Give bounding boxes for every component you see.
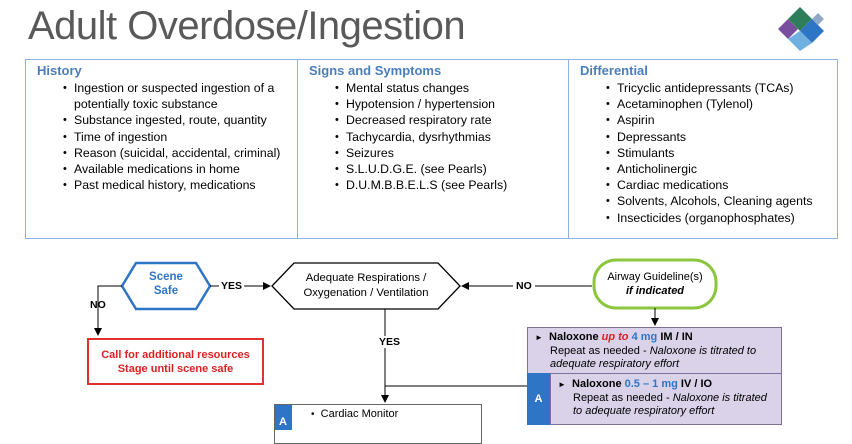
naloxone-repeat: Repeat as needed - [550, 344, 647, 357]
list-item: Decreased respiratory rate [335, 112, 568, 128]
history-list: Ingestion or suspected ingestion of a po… [37, 80, 297, 194]
naloxone-note1: Naloxone is titrated [672, 391, 767, 404]
list-item: Depressants [606, 129, 839, 145]
naloxone-upto: up to [601, 331, 629, 343]
list-item: Mental status changes [335, 80, 568, 96]
differential-list: Tricyclic antidepressants (TCAs) Acetami… [580, 80, 839, 226]
list-item: Seizures [335, 145, 568, 161]
list-item: Insecticides (organophosphates) [606, 210, 839, 226]
list-item: D.U.M.B.B.E.L.S (see Pearls) [335, 177, 568, 193]
list-item: Acetaminophen (Tylenol) [606, 96, 839, 112]
naloxone-route: IM / IN [660, 331, 693, 343]
naloxone-note1: Naloxone is titrated to [649, 344, 757, 357]
list-item: Tachycardia, dysrhythmias [335, 129, 568, 145]
naloxone-note2: to adequate respiratory effort [573, 405, 715, 417]
als-tab-cardiac: A [274, 404, 292, 430]
scene-safe-label: Scene Safe [136, 270, 196, 298]
list-item: Stimulants [606, 145, 839, 161]
signs-column: Signs and Symptoms Mental status changes… [297, 60, 568, 238]
yes-label: YES [219, 280, 245, 292]
naloxone-iv-dose-line: ► Naloxone 0.5 – 1 mg IV / IO [558, 378, 713, 390]
adequate-respirations-shape [271, 262, 461, 310]
list-item: Solvents, Alcohols, Cleaning agents [606, 193, 839, 209]
list-item: Aspirin [606, 112, 839, 128]
naloxone-im-note: Repeat as needed - Naloxone is titrated … [535, 345, 775, 372]
naloxone-im-dose-line: ► Naloxone up to 4 mg IM / IN [535, 331, 693, 343]
scene-safe-line1: Scene [149, 271, 183, 283]
list-item: Time of ingestion [63, 129, 297, 145]
history-column: History Ingestion or suspected ingestion… [26, 60, 297, 238]
naloxone-dose: 0.5 – 1 mg [624, 378, 678, 390]
airway-line1: Airway Guideline(s) [607, 271, 703, 283]
cardiac-monitor-label: Cardiac Monitor [320, 408, 399, 420]
naloxone-route: IV / IO [680, 378, 713, 390]
list-item: potentially toxic substance [74, 97, 218, 112]
adequate-line2: Oxygenation / Ventilation [303, 286, 429, 299]
no-label: NO [90, 299, 106, 311]
naloxone-name: Naloxone [549, 331, 599, 343]
differential-column: Differential Tricyclic antidepressants (… [568, 60, 839, 238]
naloxone-dose: 4 mg [631, 331, 658, 343]
signs-heading: Signs and Symptoms [309, 63, 442, 78]
adequate-line1: Adequate Respirations / [305, 272, 427, 284]
adequate-respirations-label: Adequate Respirations / Oxygenation / Ve… [294, 271, 438, 300]
naloxone-note2: adequate respiratory effort [550, 358, 680, 370]
yes-label-down: YES [377, 336, 403, 348]
airway-guideline-label[interactable]: Airway Guideline(s) if indicated [596, 270, 714, 298]
differential-heading: Differential [580, 63, 648, 78]
list-item: Available medications in home [63, 161, 297, 177]
list-item: Anticholinergic [606, 161, 839, 177]
no-label-airway: NO [513, 280, 535, 292]
signs-list: Mental status changes Hypotension / hype… [309, 80, 568, 194]
history-heading: History [37, 63, 82, 78]
page-title: Adult Overdose/Ingestion [28, 4, 466, 48]
list-item: Past medical history, medications [63, 177, 297, 193]
naloxone-name: Naloxone [572, 378, 622, 390]
call-resources-box: Call for additional resources Stage unti… [87, 338, 264, 385]
call-line2: Stage until scene safe [117, 363, 234, 375]
organization-logo-icon [778, 7, 824, 51]
scene-safe-line2: Safe [153, 285, 179, 297]
list-item: Substance ingested, route, quantity [63, 112, 297, 128]
cardiac-monitor-box: • Cardiac Monitor [274, 404, 482, 444]
naloxone-iv-box: ► Naloxone 0.5 – 1 mg IV / IO Repeat as … [550, 373, 782, 425]
call-line1: Call for additional resources [101, 349, 250, 361]
naloxone-repeat: Repeat as needed - [573, 391, 670, 404]
naloxone-im-box: ► Naloxone up to 4 mg IM / IN Repeat as … [527, 327, 782, 379]
list-item: S.L.U.D.G.E. (see Pearls) [335, 161, 568, 177]
als-tab: A [527, 373, 550, 425]
flowchart-connectors [94, 258, 718, 403]
list-item: Cardiac medications [606, 177, 839, 193]
list-item: Reason (suicidal, accidental, criminal) [63, 145, 297, 161]
info-panel: History Ingestion or suspected ingestion… [25, 59, 838, 239]
list-item: Ingestion or suspected ingestion of a [63, 80, 297, 96]
list-item: Hypotension / hypertension [335, 96, 568, 112]
airway-line2: if indicated [625, 285, 685, 297]
list-item: Tricyclic antidepressants (TCAs) [606, 80, 839, 96]
